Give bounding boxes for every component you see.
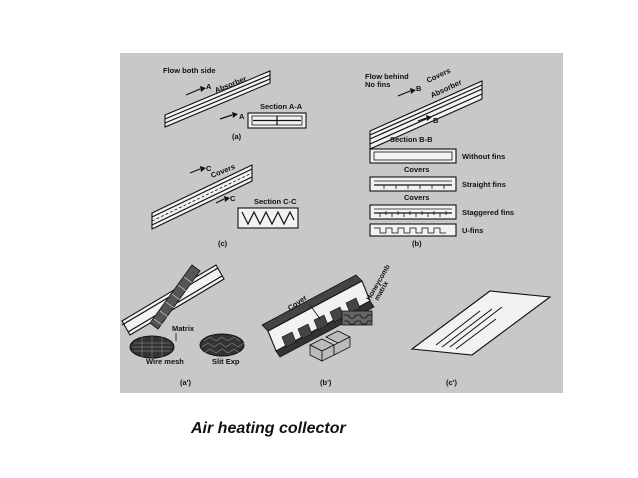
panel-a-prime-tag: (a')	[180, 378, 191, 387]
panel-c: Covers C C Section C-C (c)	[151, 162, 299, 248]
panel-b: Flow behind No fins Covers Absorber Flow…	[365, 66, 514, 248]
panel-b-title-line2: No fins	[365, 80, 390, 89]
panel-c-tag: (c)	[218, 239, 228, 248]
panel-b-without-fins-box	[369, 148, 457, 164]
panel-b-straight-fins-box	[369, 176, 457, 192]
panel-b-covers-label-2: Covers	[404, 193, 429, 202]
panel-a-prime: Matrix Wire mesh Slit Exp (a')	[121, 264, 245, 387]
panel-c-section-box	[237, 207, 299, 229]
panel-b-without-fins-label: Without fins	[462, 152, 505, 161]
collector-diagram-svg: Flow both side Absorber A A Section A-A …	[121, 66, 552, 387]
panel-b-u-fins-box	[369, 223, 457, 237]
collector-diagram-figure: Flow both side Absorber A A Section A-A …	[120, 53, 563, 393]
panel-a-title: Flow both side	[163, 66, 216, 75]
panel-b-prime-honeycomb-block	[309, 330, 351, 362]
panel-c-arrow-top-label: C	[206, 164, 212, 173]
panel-b-staggered-fins-label: Staggered fins	[462, 208, 514, 217]
panel-b-arrow-bottom-label: B	[433, 116, 439, 125]
panel-c-prime: (c')	[410, 290, 552, 387]
panel-b-title-line1: Flow behind	[365, 72, 409, 81]
panel-b-prime: Cover Honeycomb matrix (b')	[261, 264, 392, 387]
panel-a-prime-slit-exp-label: Slit Exp	[212, 357, 240, 366]
panel-b-tag: (b)	[412, 239, 422, 248]
panel-a-section-label: Section A-A	[260, 102, 303, 111]
panel-a-arrow-top-label: A	[206, 82, 212, 91]
figure-caption: Air heating collector	[191, 420, 346, 437]
panel-a-tag: (a)	[232, 132, 242, 141]
panel-a: Flow both side Absorber A A Section A-A …	[163, 66, 307, 141]
panel-c-section-label: Section C-C	[254, 197, 297, 206]
panel-b-prime-tag: (b')	[320, 378, 332, 387]
panel-b-section-label: Section B-B	[390, 135, 433, 144]
panel-b-straight-fins-label: Straight fins	[462, 180, 506, 189]
panel-b-u-fins-label: U-fins	[462, 226, 483, 235]
panel-b-covers-label-1: Covers	[404, 165, 429, 174]
panel-b-staggered-fins-box	[369, 204, 457, 220]
panel-a-prime-wire-mesh-label: Wire mesh	[146, 357, 184, 366]
panel-c-arrow-bottom-label: C	[230, 194, 236, 203]
panel-a-prime-slit-exp	[199, 333, 245, 357]
panel-c-prime-tag: (c')	[446, 378, 457, 387]
panel-b-arrow-top-label: B	[416, 84, 422, 93]
panel-a-prime-matrix-label: Matrix	[172, 324, 195, 333]
panel-a-arrow-bottom-label: A	[239, 112, 245, 121]
panel-b-prime-honeycomb-strip	[341, 310, 373, 326]
